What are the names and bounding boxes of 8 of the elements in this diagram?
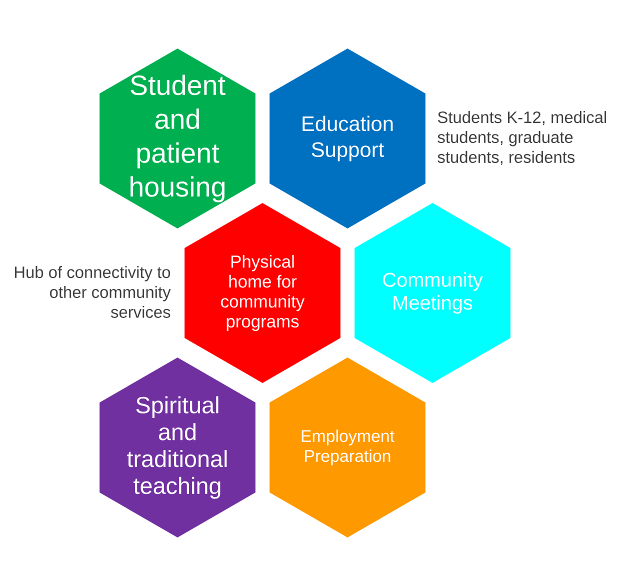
hexagon: Spiritual and traditional teaching [100, 357, 256, 538]
hexagon: Education Support [270, 48, 426, 228]
side-note: Hub of connectivity to other community services [15, 266, 171, 318]
side-note: Students K-12, medical students, graduate students, residents [438, 111, 606, 165]
hexagon: Physical home for community programs [184, 202, 340, 383]
hexagon: Employment Preparation [270, 357, 426, 538]
hexagon: Student and patient housing [100, 48, 256, 228]
hexagon: Community Meetings [354, 202, 510, 383]
